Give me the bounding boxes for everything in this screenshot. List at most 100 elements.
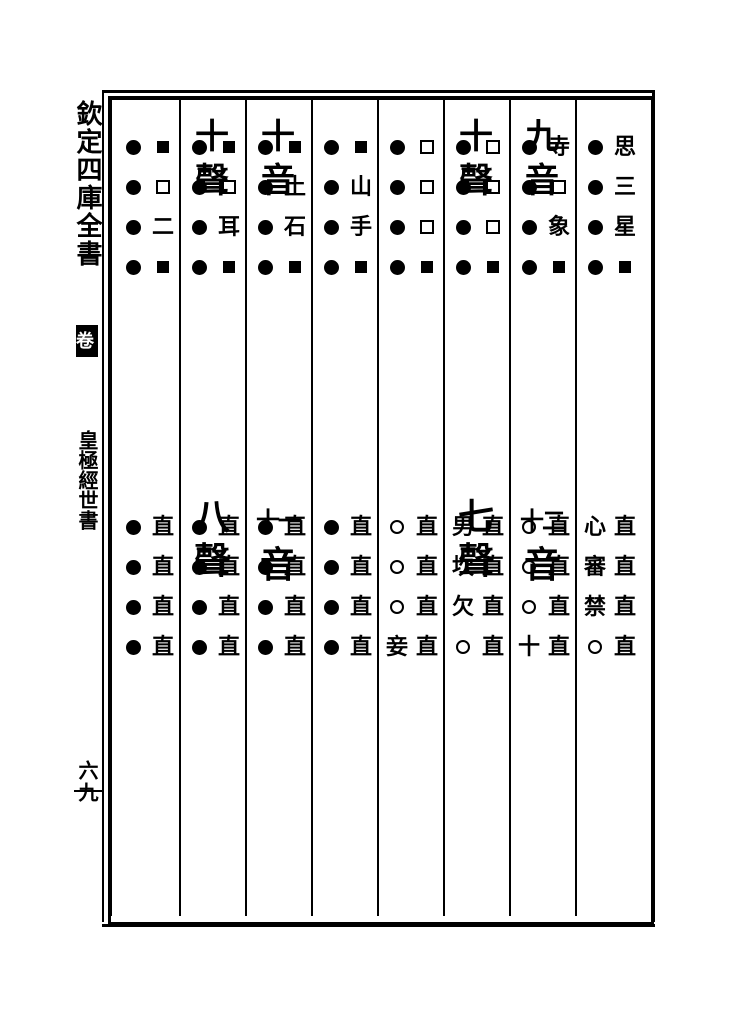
filled-circle-mark: [514, 252, 544, 282]
frame-left-rule: [102, 92, 104, 922]
character: 寺: [547, 134, 570, 160]
filled-circle-mark: [184, 132, 214, 162]
filled-circle-mark: [316, 632, 346, 662]
filled-circle-mark: [250, 512, 280, 542]
empty-circle-mark: [382, 552, 412, 582]
book-title: 欽定四庫全書: [72, 100, 102, 268]
filled-circle-mark: [514, 132, 544, 162]
character: 坎: [451, 554, 474, 580]
character: 直: [349, 594, 372, 620]
character: 直: [547, 514, 570, 540]
filled-square-mark: [346, 132, 376, 162]
character: 直: [217, 634, 240, 660]
character: 直: [283, 594, 306, 620]
character: 直: [151, 514, 174, 540]
character: 禁: [583, 594, 606, 620]
filled-circle-mark: [448, 132, 478, 162]
filled-square-mark: [148, 132, 178, 162]
margin-rule: [74, 790, 102, 792]
filled-circle-mark: [316, 132, 346, 162]
character: 直: [151, 594, 174, 620]
filled-circle-mark: [448, 212, 478, 242]
filled-circle-mark: [184, 552, 214, 582]
character: 耳: [217, 214, 240, 240]
character: 手: [349, 214, 372, 240]
filled-circle-mark: [514, 212, 544, 242]
character: 土: [283, 174, 306, 200]
filled-circle-mark: [580, 172, 610, 202]
empty-square-mark: [412, 132, 442, 162]
character: 直: [547, 594, 570, 620]
character: 直: [349, 554, 372, 580]
empty-square-mark: [148, 172, 178, 202]
character: 心: [583, 514, 606, 540]
character: 直: [415, 514, 438, 540]
character: 象: [547, 214, 570, 240]
filled-circle-mark: [118, 172, 148, 202]
text-frame: [108, 96, 654, 926]
filled-square-mark: [214, 132, 244, 162]
character: 直: [349, 514, 372, 540]
character: 直: [547, 634, 570, 660]
filled-circle-mark: [250, 552, 280, 582]
filled-circle-mark: [184, 592, 214, 622]
filled-circle-mark: [184, 632, 214, 662]
filled-square-mark: [214, 252, 244, 282]
column-rule: [311, 100, 313, 916]
character: 直: [283, 634, 306, 660]
filled-circle-mark: [250, 252, 280, 282]
filled-square-mark: [610, 252, 640, 282]
filled-circle-mark: [382, 212, 412, 242]
filled-square-mark: [412, 252, 442, 282]
filled-circle-mark: [382, 132, 412, 162]
filled-circle-mark: [250, 132, 280, 162]
character: 直: [217, 514, 240, 540]
column-rule: [179, 100, 181, 916]
filled-circle-mark: [382, 252, 412, 282]
filled-square-mark: [544, 252, 574, 282]
filled-circle-mark: [184, 172, 214, 202]
column-heading: 七聲: [457, 496, 494, 582]
empty-circle-mark: [514, 592, 544, 622]
filled-circle-mark: [118, 132, 148, 162]
column-rule: [245, 100, 247, 916]
column-rule: [443, 100, 445, 916]
filled-square-mark: [280, 132, 310, 162]
filled-circle-mark: [316, 252, 346, 282]
filled-circle-mark: [316, 552, 346, 582]
character: 直: [613, 514, 636, 540]
character: 直: [217, 554, 240, 580]
filled-circle-mark: [250, 632, 280, 662]
character: 直: [481, 514, 504, 540]
filled-circle-mark: [448, 172, 478, 202]
frame-top-rule: [102, 90, 655, 93]
filled-circle-mark: [514, 172, 544, 202]
empty-square-mark: [478, 132, 508, 162]
filled-circle-mark: [118, 512, 148, 542]
column-rule: [509, 100, 511, 916]
character: 直: [349, 634, 372, 660]
filled-circle-mark: [448, 252, 478, 282]
filled-circle-mark: [118, 212, 148, 242]
filled-circle-mark: [250, 592, 280, 622]
character: 直: [613, 634, 636, 660]
character: 星: [613, 214, 636, 240]
filled-circle-mark: [250, 172, 280, 202]
empty-circle-mark: [448, 632, 478, 662]
character: 直: [283, 514, 306, 540]
character: 直: [415, 634, 438, 660]
filled-circle-mark: [316, 512, 346, 542]
page-number: 六九: [75, 760, 99, 804]
empty-circle-mark: [514, 552, 544, 582]
character: 思: [613, 134, 636, 160]
character: 石: [283, 214, 306, 240]
character: 直: [481, 634, 504, 660]
character: 妾: [385, 634, 408, 660]
filled-circle-mark: [118, 592, 148, 622]
empty-square-mark: [544, 172, 574, 202]
filled-circle-mark: [118, 632, 148, 662]
empty-circle-mark: [580, 632, 610, 662]
character: 三: [613, 174, 636, 200]
page-margin: 欽定四庫全書 卷四 皇極經世書 六九: [43, 100, 102, 930]
